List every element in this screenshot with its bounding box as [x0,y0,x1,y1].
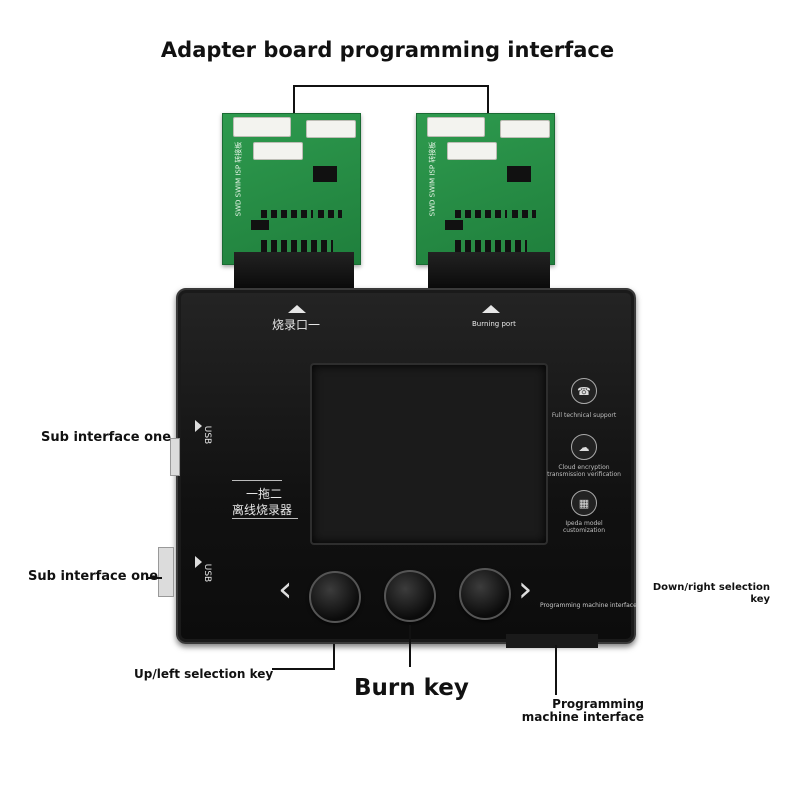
feature-full-technical-support: Full technical support [551,412,617,419]
down-right-key-callout: Down/right selection key [652,582,770,605]
adapter-board-callout: Adapter board programming interface [160,38,615,62]
burn-key[interactable] [384,570,436,622]
burn-port-marker-icon [288,305,306,313]
usb-label-1: USB [202,425,213,445]
sub-interface-one-callout-b: Sub interface one [28,569,159,584]
burn-key-leader [409,625,411,667]
right-arrow-icon: › [518,569,533,610]
cloud-lock-icon: ☁ [571,434,597,460]
usb-port-1[interactable] [170,438,180,476]
callout-bracket-right [487,85,489,113]
burn-port-label: 烧录口一 [272,318,321,332]
product-name-line2: 离线烧录器 [232,503,293,517]
board-edge-connector-left [234,252,354,290]
usb-label-2: USB [202,563,213,583]
programming-machine-connector [506,634,598,648]
jst-connector [306,120,356,138]
usb-marker-icon [195,420,202,432]
jst-connector [427,117,485,137]
pcb-silkscreen: SWD SWIM ISP 转接板 [428,141,437,217]
pcb-silkscreen: SWD SWIM ISP 转接板 [234,141,243,217]
jst-connector [233,117,291,137]
jst-connector [253,142,303,160]
usb-marker-icon [195,556,202,568]
burning-port-label: Burning port [472,320,516,328]
up-left-leader-v [333,644,335,670]
pin-row [318,210,342,218]
callout-bracket-top [293,85,489,87]
pin-row [261,240,333,252]
down-right-selection-key[interactable] [459,568,511,620]
pin-row [512,210,536,218]
product-name-rule [232,480,282,481]
customization-icon: ▦ [571,490,597,516]
support-icon: ☎ [571,378,597,404]
left-arrow-icon: ‹ [278,569,293,610]
board-edge-connector-right [428,252,550,290]
up-left-selection-key[interactable] [309,571,361,623]
programming-machine-callout: Programming machine interface [521,697,644,724]
feature-model-customization: Ipeda model customization [562,520,606,534]
adapter-board-left: SWD SWIM ISP 转接板 [222,113,361,265]
programming-machine-leader [555,645,557,695]
up-left-key-callout: Up/left selection key [134,667,274,681]
jst-connector [447,142,497,160]
sub-interface-one-callout-a: Sub interface one [41,430,172,445]
usb-port-2[interactable] [158,547,174,597]
product-name-line1: 一拖二 [246,487,283,501]
pin-row [455,210,507,218]
up-left-leader-h [272,668,335,670]
pin-header [445,220,463,230]
jst-connector [500,120,550,138]
sub-interface-leader [148,577,162,579]
pin-row [261,210,313,218]
pin-row [455,240,527,252]
product-name-rule [232,518,298,519]
pin-header [251,220,269,230]
burning-port-marker-icon [482,305,500,313]
lcd-screen [310,363,548,545]
programming-interface-small-label: Programming machine interface [540,602,637,609]
pin-header [507,166,531,182]
adapter-board-right: SWD SWIM ISP 转接板 [416,113,555,265]
feature-cloud-encryption: Cloud encryption transmission verificati… [547,464,621,478]
burn-key-callout: Burn key [354,675,469,701]
callout-bracket-left [293,85,295,113]
pin-header [313,166,337,182]
